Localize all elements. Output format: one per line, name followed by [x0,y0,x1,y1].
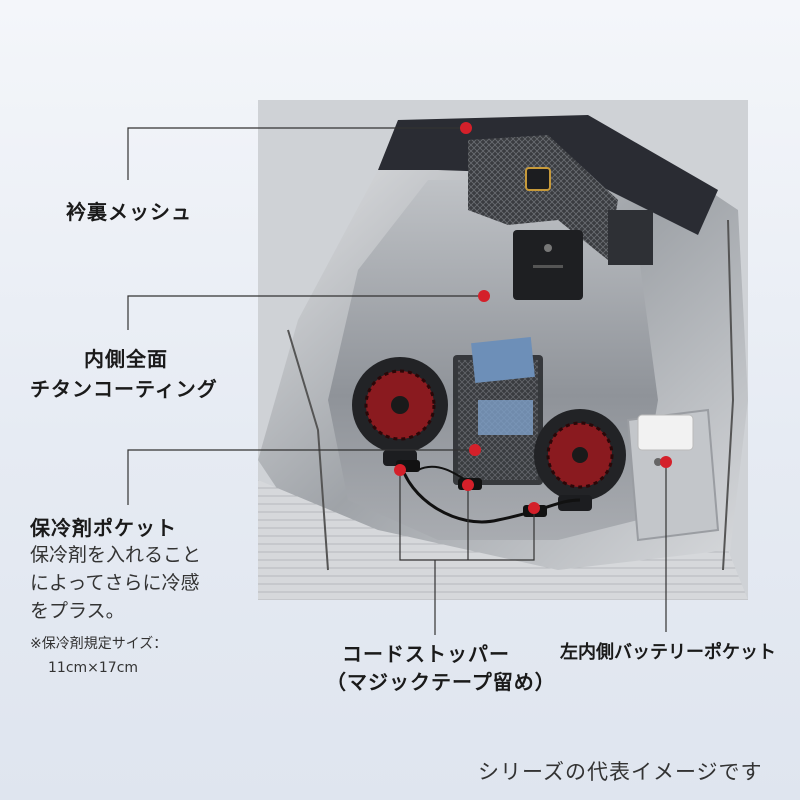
cord-stopper-label-1: コードストッパー [342,642,510,666]
ice-pocket-desc-2: によってさらに冷感 [30,572,200,594]
ice-pocket-note-1: ※保冷剤規定サイズ： [30,636,168,652]
jacket-illustration [258,100,748,600]
product-photo [258,100,748,600]
ice-pocket-note-2: 11cm×17cm [48,660,139,676]
inner-coating-label-line2: チタンコーティング [30,377,218,401]
fan-left-icon [352,357,448,466]
collar-badge-icon [525,167,551,191]
fan-right-icon [534,409,626,511]
ice-pocket-desc-1: 保冷剤を入れること [30,544,202,566]
battery-pocket-label: 左内側バッテリーポケット [560,642,776,663]
ice-pocket-desc-3: をプラス。 [30,600,125,622]
ice-pocket-title: 保冷剤ポケット [30,516,177,540]
inner-coating-label-line1: 内側全面 [84,347,168,371]
cord-stopper-label-2: （マジックテープ留め） [326,670,556,694]
collar-mesh-label: 衿裏メッシュ [66,200,192,224]
footer-note: シリーズの代表イメージです [478,760,763,784]
